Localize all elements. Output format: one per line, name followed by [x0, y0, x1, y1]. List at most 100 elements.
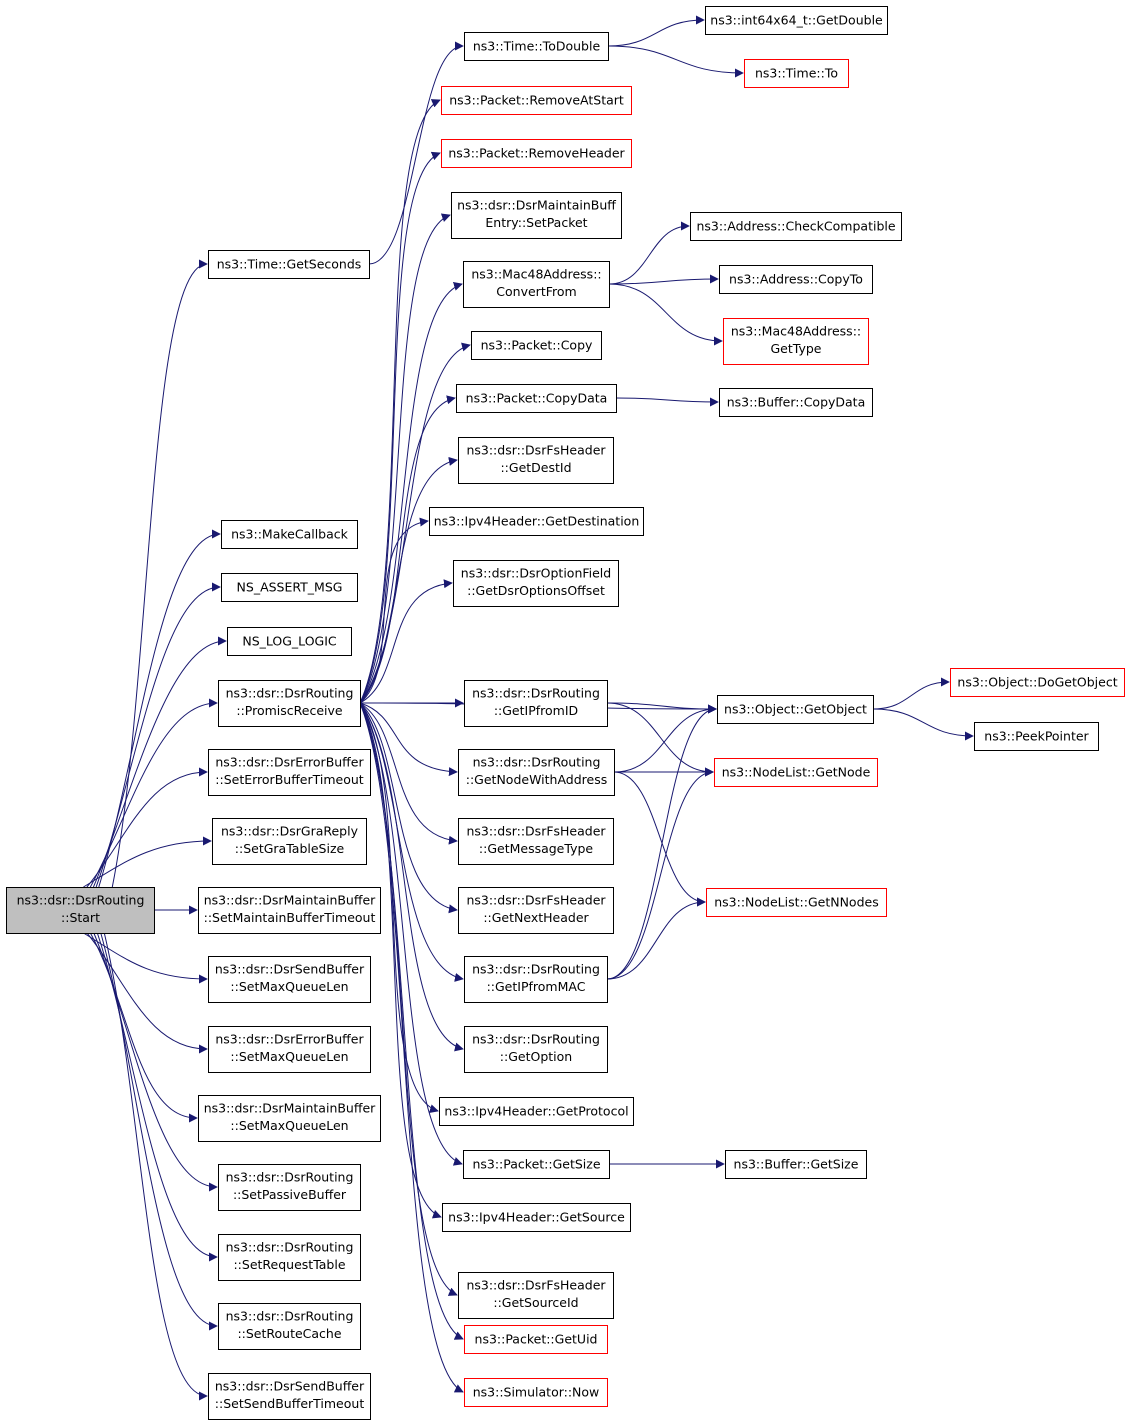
node-timeto[interactable]: ns3::Time::To: [744, 59, 849, 88]
node-pktcopydata[interactable]: ns3::Packet::CopyData: [456, 384, 617, 413]
node-simnow[interactable]: ns3::Simulator::Now: [464, 1378, 608, 1407]
node-box: [690, 212, 902, 241]
node-label-line: ns3::Time::To: [755, 66, 838, 81]
node-promisc[interactable]: ns3::dsr::DsrRouting::PromiscReceive: [218, 680, 361, 727]
edge-convertfrom-to-checkcompat: [608, 221, 690, 285]
edge-todouble-to-int64getdouble: [607, 15, 705, 47]
node-assertmsg[interactable]: NS_ASSERT_MSG: [221, 573, 358, 602]
node-dogetobject[interactable]: ns3::Object::DoGetObject: [950, 668, 1125, 697]
node-label-line: ns3::dsr::DsrRouting: [472, 686, 600, 701]
node-getuid[interactable]: ns3::Packet::GetUid: [464, 1325, 608, 1354]
node-removeheader[interactable]: ns3::Packet::RemoveHeader: [441, 139, 632, 168]
edge-promisc-to-convertfrom: [359, 282, 463, 704]
node-box: [464, 1026, 608, 1073]
node-box: [429, 507, 644, 536]
node-box: [464, 32, 609, 61]
node-getnnodes[interactable]: ns3::NodeList::GetNNodes: [706, 888, 887, 917]
node-label-line: ns3::dsr::DsrRouting: [226, 1240, 354, 1255]
node-box: [719, 388, 873, 417]
node-box: [208, 956, 371, 1003]
node-sendbufmaxq[interactable]: ns3::dsr::DsrSendBuffer::SetMaxQueueLen: [208, 956, 371, 1003]
node-getipfrommac[interactable]: ns3::dsr::DsrRouting::GetIPfromMAC: [464, 956, 608, 1003]
edge-getnodewithaddr-to-getnnodes: [613, 771, 706, 907]
node-setpacket[interactable]: ns3::dsr::DsrMaintainBuffEntry::SetPacke…: [451, 192, 622, 239]
node-pktcopy[interactable]: ns3::Packet::Copy: [471, 331, 602, 360]
node-label-line: ::SetErrorBufferTimeout: [215, 772, 364, 787]
edge-promisc-to-getdsroptoffset: [359, 579, 453, 704]
node-errbuftimeout[interactable]: ns3::dsr::DsrErrorBuffer::SetErrorBuffer…: [208, 749, 371, 796]
node-getipfromid[interactable]: ns3::dsr::DsrRouting::GetIPfromID: [464, 680, 608, 727]
node-routecache[interactable]: ns3::dsr::DsrRouting::SetRouteCache: [218, 1303, 361, 1350]
node-label-line: ns3::dsr::DsrSendBuffer: [215, 1379, 365, 1394]
node-peekpointer[interactable]: ns3::PeekPointer: [974, 722, 1099, 751]
node-label-line: ::GetNodeWithAddress: [466, 772, 608, 787]
node-label-line: ns3::dsr::DsrFsHeader: [466, 824, 606, 839]
node-convertfrom[interactable]: ns3::Mac48Address::ConvertFrom: [463, 261, 610, 308]
node-box: [463, 1150, 610, 1179]
node-getobject[interactable]: ns3::Object::GetObject: [717, 695, 874, 724]
node-label-line: ns3::Time::ToDouble: [473, 39, 601, 54]
node-loglogic[interactable]: NS_LOG_LOGIC: [227, 627, 352, 656]
node-getnextheader[interactable]: ns3::dsr::DsrFsHeader::GetNextHeader: [458, 887, 614, 934]
node-maintbufmaxq[interactable]: ns3::dsr::DsrMaintainBuffer::SetMaxQueue…: [198, 1095, 381, 1142]
node-box: [212, 818, 367, 865]
edge-convertfrom-to-addrcopyto: [608, 274, 719, 285]
node-removeatstart[interactable]: ns3::Packet::RemoveAtStart: [441, 86, 632, 115]
node-box: [439, 1097, 634, 1126]
node-label-line: ns3::int64x64_t::GetDouble: [710, 13, 883, 28]
node-label-line: ns3::dsr::DsrErrorBuffer: [215, 1032, 364, 1047]
edge-getipfrommac-to-getobject: [606, 704, 717, 980]
node-label-line: ns3::Address::CopyTo: [729, 272, 863, 287]
node-box: [208, 1026, 371, 1073]
node-label-line: ConvertFrom: [496, 284, 576, 299]
node-getoption[interactable]: ns3::dsr::DsrRouting::GetOption: [464, 1026, 608, 1073]
edge-start-to-maintbufmaxq: [89, 932, 198, 1123]
node-pktgetsize[interactable]: ns3::Packet::GetSize: [463, 1150, 610, 1179]
node-box: [218, 680, 361, 727]
node-errbufmaxq[interactable]: ns3::dsr::DsrErrorBuffer::SetMaxQueueLen: [208, 1026, 371, 1073]
node-bufgetsize[interactable]: ns3::Buffer::GetSize: [725, 1150, 867, 1179]
node-passive[interactable]: ns3::dsr::DsrRouting::SetPassiveBuffer: [218, 1164, 361, 1211]
node-label-line: ::SetSendBufferTimeout: [215, 1396, 365, 1411]
node-getdestination[interactable]: ns3::Ipv4Header::GetDestination: [429, 507, 644, 536]
node-bufcopydata[interactable]: ns3::Buffer::CopyData: [719, 388, 873, 417]
node-label-line: ns3::dsr::DsrRouting: [472, 1032, 600, 1047]
node-int64getdouble[interactable]: ns3::int64x64_t::GetDouble: [705, 6, 888, 35]
node-label-line: ::SetMaintainBufferTimeout: [204, 910, 376, 925]
node-todouble[interactable]: ns3::Time::ToDouble: [464, 32, 609, 61]
node-start[interactable]: ns3::dsr::DsrRouting::Start: [6, 887, 155, 934]
node-label-line: ns3::dsr::DsrFsHeader: [466, 443, 606, 458]
node-getnodewithaddr[interactable]: ns3::dsr::DsrRouting::GetNodeWithAddress: [458, 749, 615, 796]
node-makecallback[interactable]: ns3::MakeCallback: [221, 520, 358, 549]
node-box: [464, 1378, 608, 1407]
node-label-line: ns3::dsr::DsrRouting: [226, 686, 354, 701]
node-reqtable[interactable]: ns3::dsr::DsrRouting::SetRequestTable: [218, 1234, 361, 1281]
node-sendbuftimeout[interactable]: ns3::dsr::DsrSendBuffer::SetSendBufferTi…: [208, 1373, 371, 1420]
node-checkcompat[interactable]: ns3::Address::CheckCompatible: [690, 212, 902, 241]
node-label-line: ns3::dsr::DsrOptionField: [461, 566, 611, 581]
node-label-line: ::GetIPfromMAC: [487, 979, 586, 994]
node-box: [458, 887, 614, 934]
node-box: [442, 1203, 631, 1232]
node-addrcopyto[interactable]: ns3::Address::CopyTo: [719, 265, 873, 294]
node-getseconds[interactable]: ns3::Time::GetSeconds: [208, 250, 370, 279]
node-box: [719, 265, 873, 294]
edge-promisc-to-getoption: [359, 702, 464, 1052]
node-maintbuftimeout[interactable]: ns3::dsr::DsrMaintainBuffer::SetMaintain…: [198, 887, 381, 934]
node-box: [208, 1373, 371, 1420]
node-getsource[interactable]: ns3::Ipv4Header::GetSource: [442, 1203, 631, 1232]
node-box: [221, 573, 358, 602]
node-label-line: NS_LOG_LOGIC: [242, 634, 337, 649]
node-getsourceid[interactable]: ns3::dsr::DsrFsHeader::GetSourceId: [458, 1272, 614, 1319]
node-gratable[interactable]: ns3::dsr::DsrGraReply::SetGraTableSize: [212, 818, 367, 865]
node-box: [453, 560, 619, 607]
node-mac48gettype[interactable]: ns3::Mac48Address::GetType: [723, 318, 869, 365]
node-getmsgtype[interactable]: ns3::dsr::DsrFsHeader::GetMessageType: [458, 818, 614, 865]
node-label-line: ns3::Buffer::GetSize: [734, 1157, 859, 1172]
node-getdsroptoffset[interactable]: ns3::dsr::DsrOptionField::GetDsrOptionsO…: [453, 560, 619, 607]
node-nodelistgetnode[interactable]: ns3::NodeList::GetNode: [714, 758, 878, 787]
edge-start-to-reqtable: [96, 932, 218, 1262]
node-label-line: ns3::Object::GetObject: [724, 702, 867, 717]
node-getprotocol[interactable]: ns3::Ipv4Header::GetProtocol: [439, 1097, 634, 1126]
node-getdestid[interactable]: ns3::dsr::DsrFsHeader::GetDestId: [458, 437, 614, 484]
